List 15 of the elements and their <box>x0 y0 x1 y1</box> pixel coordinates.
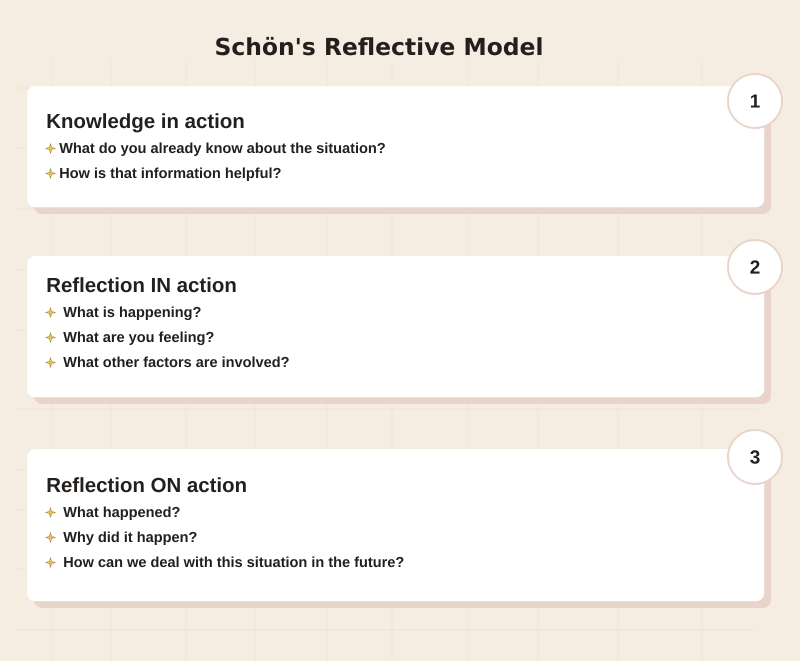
list-item: What do you already know about the situation? <box>59 142 385 156</box>
list-item: How is that information helpful? <box>60 167 281 181</box>
list-item: What other factors are involved? <box>63 356 289 368</box>
card <box>27 86 771 214</box>
title: Schön's Reflective Model <box>216 36 542 56</box>
card-heading: Reflection IN action <box>48 277 236 292</box>
list-item: What happened? <box>63 506 180 520</box>
list-item: Why did it happen? <box>63 531 196 545</box>
card <box>27 256 771 404</box>
card-heading: Knowledge in action <box>48 113 244 132</box>
list-item: What are you feeling? <box>63 331 214 346</box>
list-item: What is happening? <box>63 306 201 320</box>
card-heading: Reflection ON action <box>48 477 246 492</box>
card <box>27 449 771 608</box>
list-item: How can we deal with this situation in the future? <box>64 556 404 568</box>
